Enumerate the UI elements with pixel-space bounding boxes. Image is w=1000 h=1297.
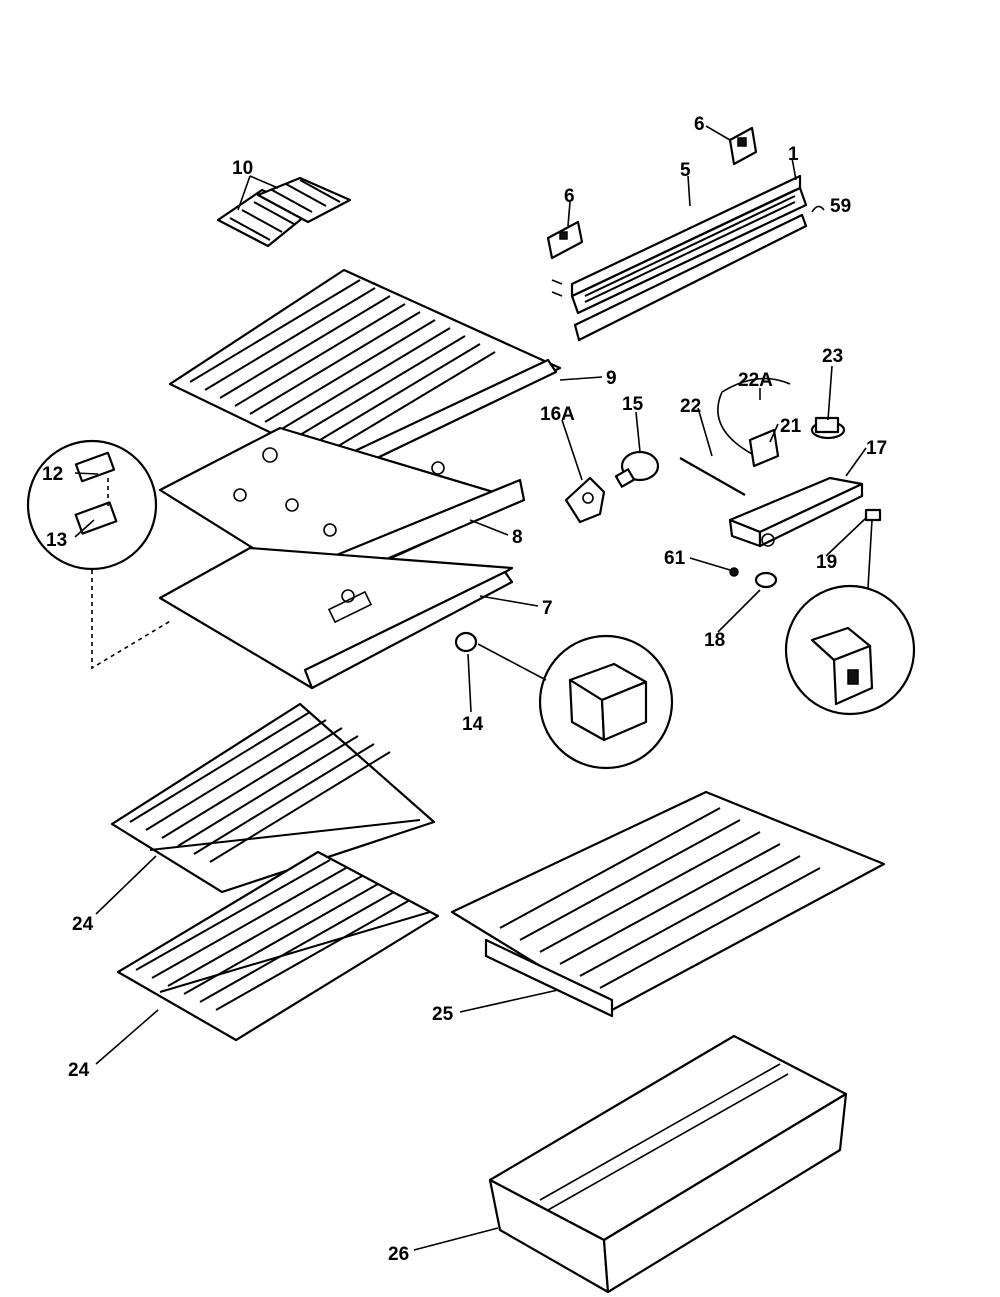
callout-19: 19 xyxy=(816,552,837,573)
callout-12: 12 xyxy=(42,464,63,485)
screw-59 xyxy=(811,205,825,213)
control-panel-assembly xyxy=(551,174,808,342)
rail-dashed-link xyxy=(91,570,173,670)
callout-14: 14 xyxy=(462,714,484,735)
wire-shelf-upper xyxy=(110,702,436,894)
bracket-leader xyxy=(477,643,547,681)
control-housing xyxy=(728,476,864,548)
control-knob-left xyxy=(546,220,584,260)
tube-22 xyxy=(679,457,746,496)
callout-5: 5 xyxy=(680,160,691,181)
detail-circle-bracket xyxy=(538,634,674,770)
callout-15: 15 xyxy=(622,394,644,415)
callout-23: 23 xyxy=(822,346,843,367)
clip-61 xyxy=(729,567,739,577)
callout-10: 10 xyxy=(232,158,253,179)
leader-lines xyxy=(74,125,867,1251)
detail-circle-rail xyxy=(26,439,158,571)
light-bulb xyxy=(614,450,660,488)
callout-1: 1 xyxy=(788,144,799,165)
crisper-pan xyxy=(488,1034,848,1294)
switch-19 xyxy=(864,508,882,522)
lower-cover xyxy=(158,546,514,690)
callout-22: 22 xyxy=(680,396,701,417)
callout-24-upper: 24 xyxy=(72,914,94,935)
bracket-14 xyxy=(454,631,478,653)
freezer-shelf xyxy=(168,268,562,474)
callout-13: 13 xyxy=(46,530,67,551)
callout-26: 26 xyxy=(388,1244,409,1265)
knob-18 xyxy=(754,571,778,589)
callout-24-lower: 24 xyxy=(68,1060,90,1081)
wire-shelf-lower xyxy=(116,850,440,1042)
harness-22a xyxy=(717,377,791,455)
callout-8: 8 xyxy=(512,527,523,548)
ice-trays xyxy=(216,176,352,248)
callout-6-left: 6 xyxy=(564,186,575,207)
control-knob-right xyxy=(728,126,758,166)
callout-18: 18 xyxy=(704,630,725,651)
callout-labels: 6 1 5 59 6 10 9 8 7 12 13 14 16A 15 22 2… xyxy=(42,114,887,1265)
switch-link-line xyxy=(867,519,873,589)
callout-16a: 16A xyxy=(540,404,575,425)
thermostat-23 xyxy=(810,416,846,440)
callout-7: 7 xyxy=(542,598,553,619)
callout-22a: 22A xyxy=(738,370,773,391)
callout-61: 61 xyxy=(664,548,686,569)
callout-9: 9 xyxy=(606,368,617,389)
crisper-cover xyxy=(450,790,886,1018)
callout-25: 25 xyxy=(432,1004,454,1025)
callout-21: 21 xyxy=(780,416,802,437)
detail-circle-switch xyxy=(784,584,916,716)
callout-17: 17 xyxy=(866,438,887,459)
callout-6-top: 6 xyxy=(694,114,705,135)
callout-59: 59 xyxy=(830,196,851,217)
light-socket xyxy=(564,476,606,524)
